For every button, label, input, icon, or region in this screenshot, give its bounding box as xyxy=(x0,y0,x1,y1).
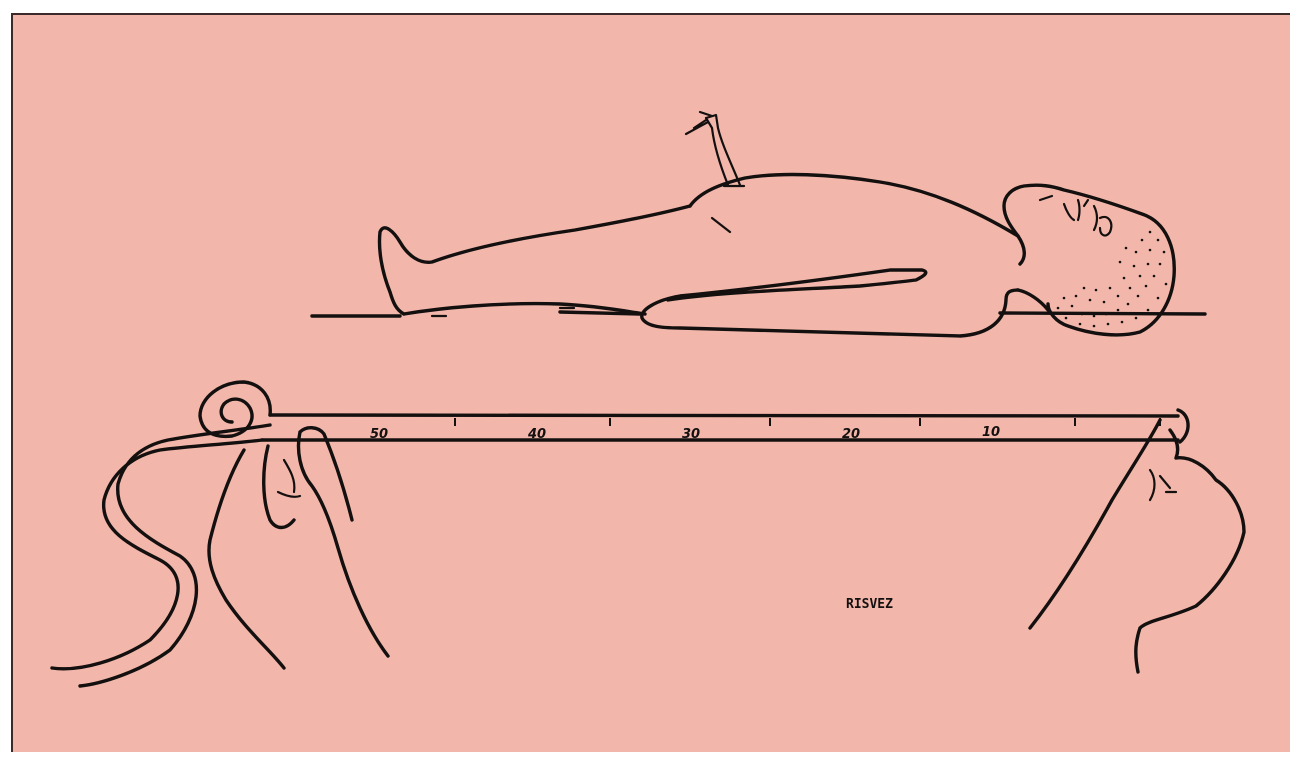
tape-label-40: 40 xyxy=(527,427,546,442)
artist-signature: RISVEZ xyxy=(846,597,893,612)
tape-label-50: 50 xyxy=(370,427,388,442)
tape-label-30: 30 xyxy=(682,427,700,442)
tape-label-10: 10 xyxy=(982,425,1000,440)
plate-background xyxy=(12,14,1290,752)
tape-top-edge xyxy=(270,415,1178,416)
tape-label-20: 20 xyxy=(842,427,860,442)
